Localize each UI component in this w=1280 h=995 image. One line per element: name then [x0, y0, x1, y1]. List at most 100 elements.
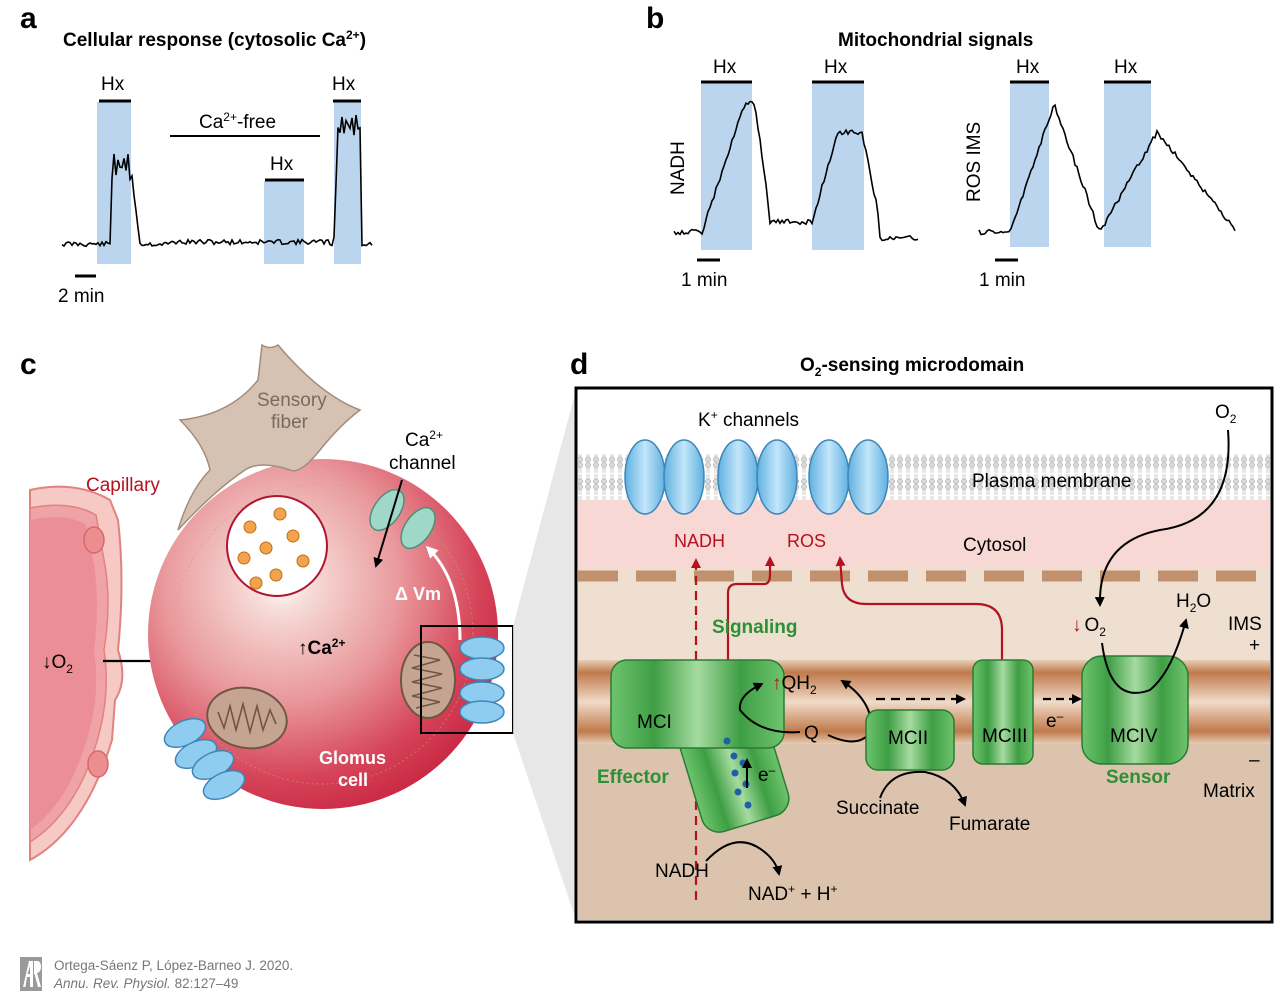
annual-reviews-logo-icon: [20, 957, 42, 991]
sensory-fiber-label-2: fiber: [271, 412, 309, 433]
nadh-trace: [673, 100, 919, 242]
qh2-label: ↑QH2: [772, 673, 817, 697]
mciv-complex: [1081, 655, 1189, 765]
ros-trace: [978, 103, 1236, 236]
fumarate-label: Fumarate: [949, 814, 1030, 835]
sensor-label: Sensor: [1106, 767, 1171, 788]
h2o-label: H2O: [1176, 591, 1211, 615]
mciii-complex: [972, 659, 1034, 765]
nadh-oxidation-arrow: [705, 841, 783, 876]
mitochondrion-2: [400, 641, 456, 719]
panel-b-title: Mitochondrial signals: [838, 30, 1033, 51]
cell-ring: [172, 483, 474, 785]
ca-channel-label-2: channel: [389, 453, 456, 474]
capillary-nucleus-1: [83, 526, 105, 554]
nadh-hypoxia-box-2: [812, 83, 864, 250]
nadh-hypoxia-box-1: [701, 83, 752, 250]
electron-label-mci: e–: [758, 763, 776, 786]
credit-authors: Ortega-Sáenz P, López-Barneo J. 2020.: [54, 958, 294, 973]
signaling-label: Signaling: [712, 617, 798, 638]
panel-a-label: a: [20, 2, 37, 35]
k-channels: [624, 439, 889, 515]
k-channels-label: K+ channels: [698, 408, 799, 431]
hypoxia-box-2: [264, 181, 304, 264]
electron-label-mciii: e–: [1046, 709, 1064, 732]
panel-c: c Capillary ↓O2 Sensory fiber: [20, 343, 576, 920]
nadh-hx-label-2: Hx: [824, 57, 848, 78]
scale-label-b2: 1 min: [979, 270, 1025, 291]
ca-up-label: ↑Ca2+: [298, 636, 345, 659]
ros-hx-label-1: Hx: [1016, 57, 1040, 78]
scale-label-b1: 1 min: [681, 270, 727, 291]
capillary-inner: [30, 516, 97, 830]
hx-label-1: Hx: [101, 74, 125, 95]
k-channels-inset: [459, 636, 505, 724]
q-to-qh2-mci-arrow: [738, 682, 801, 734]
matrix-label: Matrix: [1203, 781, 1255, 802]
mci-label: MCI: [637, 712, 672, 733]
panel-a: a Cellular response (cytosolic Ca2+) Hx …: [20, 2, 373, 307]
scale-label-a: 2 min: [58, 286, 104, 307]
ros-signal-arrow-mciii: [835, 556, 1004, 662]
microdomain-frame: [574, 386, 1274, 924]
cytosol-band: [578, 500, 1270, 568]
ca-influx-arrow: [373, 479, 403, 568]
succinate-fumarate-arrow: [879, 770, 967, 807]
panel-d-title: O2-sensing microdomain: [800, 355, 1024, 379]
ros-signal-arrow-mci: [726, 556, 775, 730]
mcii-complex: [865, 709, 955, 771]
glomus-label-1: Glomus: [319, 748, 386, 768]
mciii-label: MCIII: [982, 726, 1027, 747]
panel-d: d O2-sensing microdomain K+ channels Pla…: [570, 348, 1274, 924]
panel-b: b Mitochondrial signals Hx Hx Hx Hx NADH…: [646, 2, 1236, 291]
ca-free-label: Ca2+-free: [199, 110, 276, 133]
sensory-fiber: [177, 343, 362, 531]
ros-ylabel: ROS IMS: [964, 122, 985, 202]
effector-label: Effector: [597, 767, 669, 788]
nad-label: NAD+ + H+: [748, 882, 838, 905]
hx-label-3: Hx: [332, 74, 356, 95]
mcii-label: MCII: [888, 728, 928, 749]
hx-label-2: Hx: [270, 154, 294, 175]
panel-b-label: b: [646, 2, 664, 35]
ims-label: IMS: [1228, 614, 1262, 635]
glomus-label-2: cell: [338, 770, 368, 790]
ims-band: [578, 568, 1270, 660]
credit: Ortega-Sáenz P, López-Barneo J. 2020. An…: [54, 957, 293, 993]
mitochondrion-1: [206, 686, 288, 750]
cytosol-label: Cytosol: [963, 535, 1026, 556]
o2-top-label: O2: [1215, 402, 1237, 426]
transmitter-granules: [237, 507, 310, 590]
ros-hx-label-2: Hx: [1114, 57, 1138, 78]
sensory-fiber-label-1: Sensory: [257, 390, 327, 411]
ros-hypoxia-box-2: [1104, 83, 1151, 247]
ca-channel-subunit-2: [400, 506, 436, 550]
mci-complex: [610, 659, 785, 749]
o2-diffusion-arrow: [1094, 429, 1230, 607]
plasma-membrane-label: Plasma membrane: [972, 471, 1131, 492]
o2-reduction-arrow: [1101, 618, 1189, 694]
nadh-top-label: NADH: [674, 531, 725, 551]
ros-label: ROS: [787, 531, 826, 551]
o2-ims-label: ↓O2: [1072, 615, 1106, 639]
hypoxia-box-1: [97, 102, 131, 264]
calcium-trace: [61, 114, 373, 248]
ros-hypoxia-box-1: [1010, 83, 1049, 247]
delta-vm-label: Δ Vm: [395, 584, 441, 604]
credit-citation: Annu. Rev. Physiol. 82:127–49: [54, 976, 239, 991]
capillary-label: Capillary: [86, 475, 160, 496]
panel-a-title: Cellular response (cytosolic Ca2+): [63, 28, 366, 51]
matrix-minus: –: [1249, 750, 1260, 771]
capillary-nucleus-2: [87, 750, 109, 778]
ims-plus: +: [1249, 635, 1260, 656]
q-label: Q: [804, 723, 819, 744]
succinate-label: Succinate: [836, 798, 919, 819]
nadh-hx-label-1: Hx: [713, 57, 737, 78]
k-channels-cell-left: [163, 717, 246, 801]
panel-c-label: c: [20, 348, 37, 381]
ca-channel-label-1: Ca2+: [405, 428, 443, 451]
nadh-ylabel: NADH: [668, 141, 689, 195]
delta-vm-arrow: [425, 545, 462, 641]
mciv-label: MCIV: [1110, 726, 1158, 747]
